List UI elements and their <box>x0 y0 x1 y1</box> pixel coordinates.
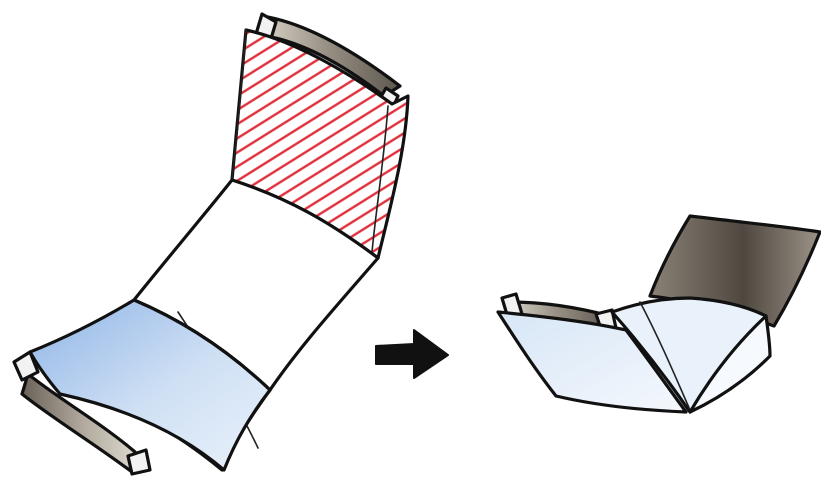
bottom-tuck-right-corner <box>128 450 150 474</box>
unfolded-paper-figure <box>14 14 408 474</box>
arrow-right-icon <box>376 330 448 378</box>
folded-box-figure <box>498 216 820 412</box>
